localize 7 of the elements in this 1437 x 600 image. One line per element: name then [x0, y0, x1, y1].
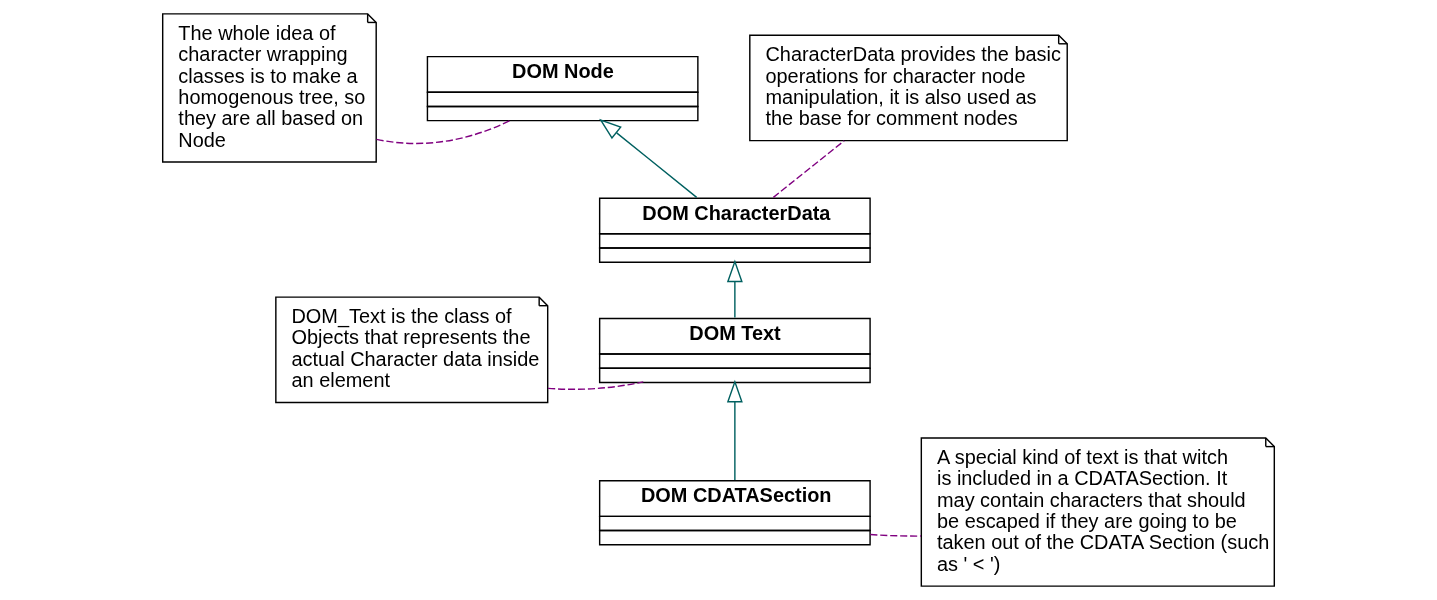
- connector: [869, 533, 922, 537]
- connector: [375, 119, 513, 145]
- connector: [547, 381, 644, 390]
- arrow: [726, 259, 743, 319]
- connector: [772, 140, 845, 199]
- arrow: [726, 379, 743, 481]
- arrow: [599, 118, 698, 199]
